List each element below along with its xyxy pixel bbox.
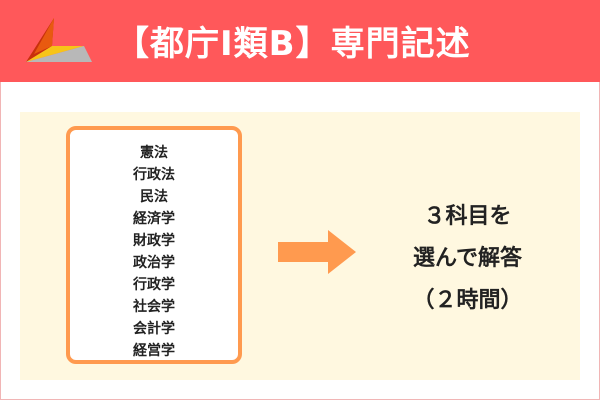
subject-item: 民法 <box>140 189 168 205</box>
result-text: ３科目を 選んで解答 （２時間） <box>380 196 555 322</box>
subject-item: 社会学 <box>133 299 175 315</box>
page-title: 【都庁Ⅰ類B】専門記述 <box>115 24 471 64</box>
arrow-right-icon <box>278 230 356 274</box>
subject-list-box: 憲法 行政法 民法 経済学 財政学 政治学 行政学 社会学 会計学 経営学 <box>66 126 242 364</box>
subject-item: 憲法 <box>140 145 168 161</box>
subject-item: 行政法 <box>133 167 175 183</box>
subject-item: 行政学 <box>133 277 175 293</box>
subject-item: 経営学 <box>133 343 175 359</box>
subject-item: 会計学 <box>133 321 175 337</box>
result-line: （２時間） <box>412 288 523 313</box>
subject-item: 政治学 <box>133 255 175 271</box>
result-line: ３科目を <box>423 204 512 229</box>
subject-item: 経済学 <box>133 211 175 227</box>
header-banner: 【都庁Ⅰ類B】専門記述 <box>0 0 600 82</box>
logo-icon <box>26 18 92 62</box>
result-line: 選んで解答 <box>413 246 522 271</box>
subject-item: 財政学 <box>133 233 175 249</box>
